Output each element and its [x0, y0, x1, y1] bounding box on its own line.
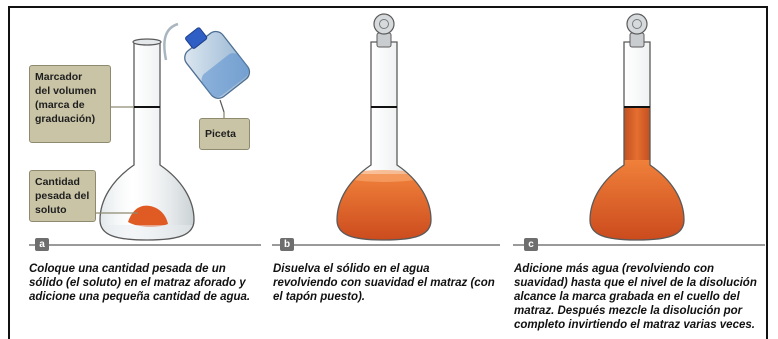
callout-weighed-solute: Cantidad pesada del soluto — [29, 170, 96, 222]
step-c-rule — [513, 244, 765, 246]
figure-frame — [8, 6, 768, 339]
step-b-rule — [272, 244, 500, 246]
step-a-caption: Coloque una cantidad pesada de un sólido… — [29, 263, 251, 303]
flask-b — [336, 13, 432, 241]
wash-bottle — [163, 22, 251, 113]
step-a-rule — [29, 244, 261, 246]
flask-a — [99, 38, 195, 241]
step-c-caption: Adicione más agua (revolviendo con suavi… — [514, 263, 757, 331]
stopper-c — [626, 13, 648, 35]
flask-c — [589, 13, 685, 241]
callout-wash-bottle: Piceta — [199, 118, 250, 150]
step-c-badge: c — [524, 238, 538, 251]
stopper-b — [373, 13, 395, 35]
step-a-badge: a — [35, 238, 49, 251]
callout-volume-marker: Marcador del volumen (marca de graduació… — [29, 65, 111, 143]
solution-c — [590, 160, 684, 240]
step-b-badge: b — [280, 238, 294, 251]
step-b-caption: Disuelva el sólido en el agua revolviend… — [273, 263, 495, 303]
weighed-solute — [128, 205, 168, 227]
solution-b — [337, 174, 431, 240]
